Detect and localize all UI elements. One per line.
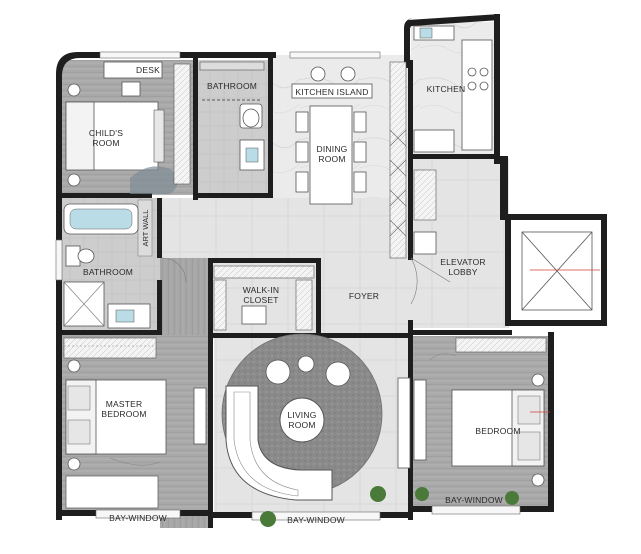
foyer-fixtures (410, 169, 451, 305)
living-room-furniture (221, 333, 411, 527)
bathroom-left-fixtures (63, 203, 187, 329)
bathroom-top-fixtures (199, 61, 265, 171)
windows (55, 51, 521, 521)
bay-window-left-label: BAY-WINDOW (109, 513, 167, 523)
bathroom-top-floor (196, 60, 271, 198)
kitchen-island-label: KITCHEN ISLAND (295, 87, 368, 97)
bedroom-furniture (413, 337, 547, 505)
bathroom-left-label: BATHROOM (83, 267, 133, 277)
closet-fixtures (213, 265, 315, 331)
bay-window-right-label: BAY-WINDOW (445, 495, 503, 505)
bedroom-label: BEDROOM (475, 426, 520, 436)
bathroom-top-label: BATHROOM (207, 81, 257, 91)
elevator-lobby-label-2: LOBBY (448, 267, 477, 277)
elevator-lobby-label-1: ELEVATOR (440, 257, 486, 267)
childs-room-furniture (65, 61, 191, 194)
walk-in-closet-label-2: CLOSET (243, 295, 278, 305)
dining-room-label-2: ROOM (318, 154, 345, 164)
room-labels: DESK BATHROOM KITCHEN ISLAND KITCHEN CHI… (83, 65, 521, 525)
dining-room-label-1: DINING (317, 144, 348, 154)
foyer-floor (320, 258, 411, 338)
desk-label: DESK (136, 65, 160, 75)
walk-in-closet-label-1: WALK-IN (243, 285, 280, 295)
corridor-floor (136, 198, 411, 258)
living-room-label-2: ROOM (288, 420, 315, 430)
plant (260, 511, 276, 527)
living-room-label-1: LIVING (287, 410, 316, 420)
childs-room-label-2: ROOM (92, 138, 119, 148)
foyer-label: FOYER (349, 291, 379, 301)
dining-furniture (291, 61, 407, 259)
elevator-fixtures (521, 231, 593, 311)
bay-window-center-label: BAY-WINDOW (287, 515, 345, 525)
master-bedroom-label-1: MASTER (106, 399, 143, 409)
master-bedroom-furniture (63, 337, 207, 509)
art-wall-label: ART WALL (141, 210, 150, 247)
kitchen-fixtures (413, 25, 493, 153)
childs-room-label-1: CHILD'S (89, 128, 123, 138)
master-bedroom-label-2: BEDROOM (101, 409, 146, 419)
kitchen-label: KITCHEN (427, 84, 466, 94)
plant (370, 486, 386, 502)
